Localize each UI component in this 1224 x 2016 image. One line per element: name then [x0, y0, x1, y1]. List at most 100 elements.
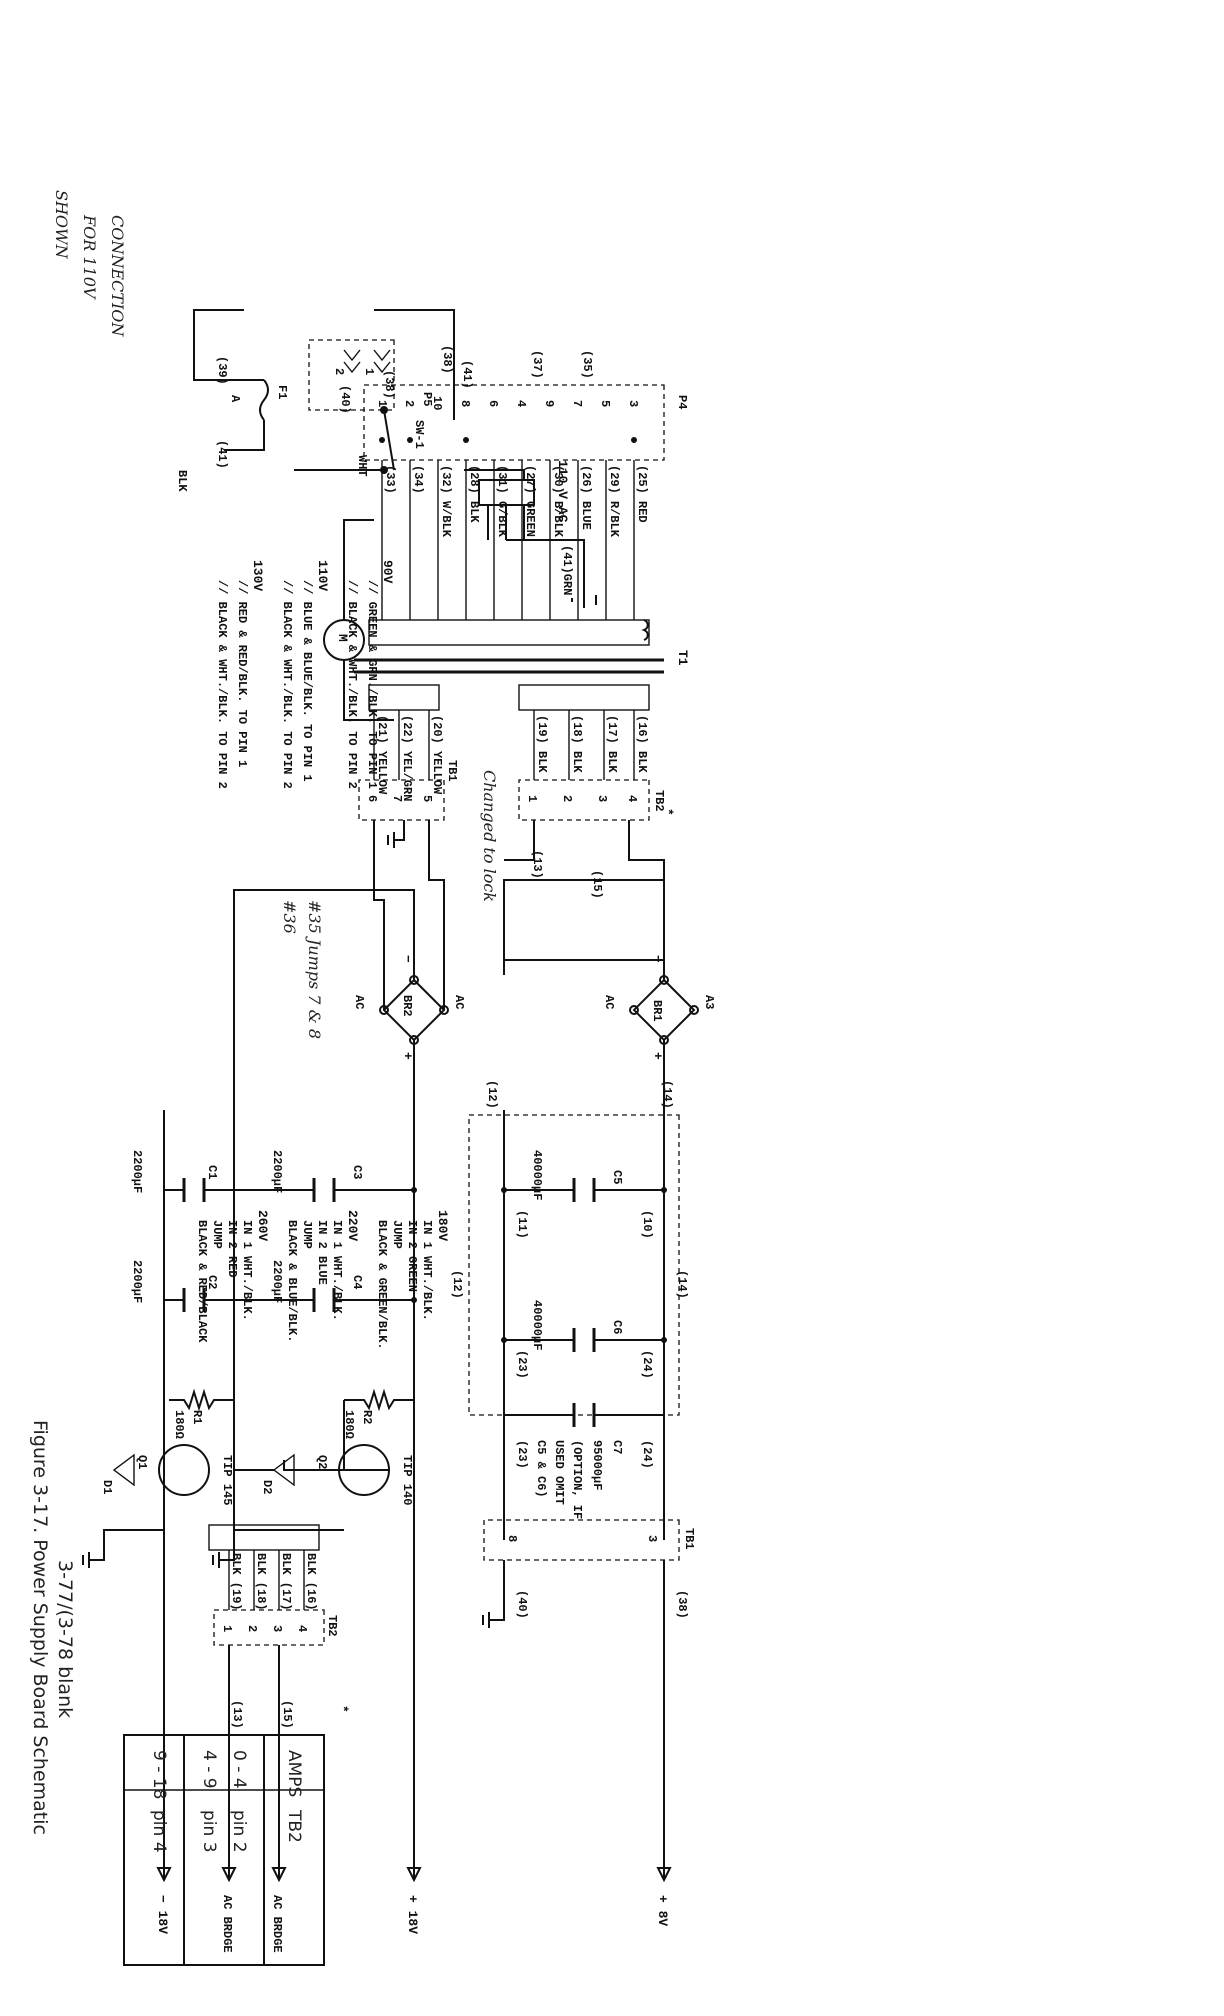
- t1-label: T1: [675, 650, 690, 666]
- wire-23: (23): [515, 1350, 529, 1379]
- figure-caption: Figure 3-17. Power Supply Board Schemati…: [29, 1420, 76, 1835]
- tb1-out-label: TB1: [682, 1528, 696, 1550]
- p4-label: P4: [675, 395, 689, 409]
- t1-primary-winding: [368, 619, 650, 646]
- tb1-pin-7: 7: [390, 795, 404, 802]
- sec-wire-19: (19) BLK: [535, 715, 549, 773]
- wire-14b: (14): [675, 1270, 689, 1299]
- primary-wire-32: (32) W/BLK: [439, 465, 453, 538]
- wire-41: (41): [215, 440, 229, 469]
- p4-pin-1: 1: [375, 400, 389, 407]
- p4-connector: P4 1 2 10 8 6 4 9 7 5 3 (38) (41) (37) (…: [355, 345, 689, 620]
- sw1-label: SW-1: [412, 420, 426, 449]
- wire-blk: BLK: [175, 470, 189, 492]
- v130-header: 130V: [250, 560, 265, 591]
- pin-row-1: pin 2: [229, 1810, 249, 1853]
- p5-pin-1: 1: [362, 368, 376, 375]
- amps-row-3: 9 - 18: [149, 1750, 169, 1799]
- tb1-box: [358, 779, 445, 821]
- amps-table: * AMPS TB2 0 - 4 pin 2 4 - 9 pin 3 9 - 1…: [123, 1705, 350, 1966]
- wire-38-out: (38): [675, 1590, 689, 1619]
- p4-box: [363, 384, 665, 461]
- handwritten-36: #36: [280, 900, 299, 934]
- v220-header: 220V: [345, 1210, 360, 1241]
- tb2-pin-3: 3: [595, 795, 609, 802]
- c7-value: 95000µF: [590, 1440, 604, 1490]
- br2-plus: +: [400, 1052, 415, 1060]
- tb2-alt-wire-15: (15): [280, 1700, 294, 1729]
- c2-value: 2200µF: [130, 1260, 144, 1303]
- d2-label: D2: [260, 1480, 274, 1494]
- amps-star: *: [335, 1705, 350, 1713]
- fuse-label: F1: [275, 385, 289, 399]
- primary-wire-29: (29) R/BLK: [607, 465, 621, 538]
- tb1-out-pin-3: 3: [645, 1535, 659, 1542]
- tb2-alt-label: TB2: [325, 1615, 339, 1637]
- p5-pin-2: 2: [332, 368, 346, 375]
- handwritten-changed: Changed to lock: [480, 770, 499, 902]
- note-line-3: CONNECTION: [108, 215, 127, 337]
- v220-line-4: BLACK & BLUE/BLK.: [285, 1220, 299, 1342]
- c6-label: C6: [610, 1320, 624, 1334]
- c3-value: 2200µF: [270, 1150, 284, 1193]
- d1-label: D1: [100, 1480, 114, 1494]
- q1-type: TIP 145: [220, 1455, 234, 1505]
- tb2-terminal: TB2 4 3 2 1 *: [518, 779, 675, 821]
- amps-row-1: 0 - 4: [229, 1750, 249, 1789]
- p4-pin-5: 5: [598, 400, 612, 407]
- t1-secondary-winding-a: [518, 684, 650, 711]
- c7-label: C7: [610, 1440, 624, 1454]
- v110-line-1: // BLUE & BLUE/BLK. TO PIN 1: [300, 580, 314, 782]
- primary-wire-33: (33): [383, 465, 397, 494]
- tb1-pin-6: 6: [365, 795, 379, 802]
- voltage-selection-notes: 90V // GREEN & GRN./BLK. TO PIN 1 // BLA…: [195, 560, 450, 1350]
- p4-pin-6: 6: [486, 400, 500, 407]
- v90-line-2: // BLACK & WHT./BLK. TO PIN 2: [345, 580, 359, 789]
- wire-24: (24): [640, 1350, 654, 1379]
- filter-caps-8v: C5 40000µF C6 40000µF C7 95000µF (OPTION…: [450, 1080, 689, 1540]
- plus-18v-rail: C3 2200µF C4 2200µF R2 180Ω TIP 140 Q2 D…: [212, 1110, 417, 1880]
- minus-18v-rail: C1 2200µF C2 2200µF R1 180Ω TIP 145 Q1 D…: [82, 1110, 234, 1880]
- tb2-alt-pin-4: 4: [295, 1625, 309, 1632]
- tb2-alt-wire-19: BLK (19): [229, 1553, 243, 1611]
- pin-row-2: pin 3: [199, 1810, 219, 1853]
- c1-label: C1: [205, 1165, 219, 1179]
- q2-label: Q2: [315, 1455, 329, 1469]
- br1-plus: +: [650, 1052, 665, 1060]
- v260-line-2: IN 2 RED: [225, 1220, 239, 1278]
- transformer-t1: T1 M: [323, 519, 690, 721]
- c5-value: 40000µF: [530, 1150, 544, 1200]
- v260-header: 260V: [255, 1210, 270, 1241]
- secondary-wires: (16) BLK (17) BLK (18) BLK (19) BLK (20)…: [373, 710, 649, 801]
- tb2-alt-pin-2: 2: [245, 1625, 259, 1632]
- v180-line-4: BLACK & GREEN/BLK.: [375, 1220, 389, 1350]
- p5-label: P5: [420, 392, 434, 406]
- p4-pin-3: 3: [626, 400, 640, 407]
- pin-row-3: pin 4: [149, 1810, 169, 1853]
- p4-pin-10: 10: [430, 396, 444, 410]
- wire-13: (13): [530, 850, 544, 879]
- wire-wht: WHT: [355, 455, 369, 477]
- v260-line-3: JUMP: [210, 1220, 224, 1249]
- c6-value: 40000µF: [530, 1300, 544, 1350]
- wire-15: (15): [590, 870, 604, 899]
- primary-wire-27: (27) GREEN: [523, 465, 537, 537]
- tb2-alt-dest-2: AC BRDGE: [220, 1895, 234, 1953]
- primary-wire-labels: (33) (34) (32) W/BLK (28) BLK (31) G/BLK…: [383, 465, 649, 538]
- primary-wire-30: (30) B/BLK: [551, 465, 565, 538]
- p4-pin-4: 4: [514, 400, 528, 407]
- tb2-box: [518, 779, 650, 821]
- wire-40-out: (40): [515, 1590, 529, 1619]
- c5-label: C5: [610, 1170, 624, 1184]
- tb2-star: *: [660, 808, 675, 816]
- motor-label: M: [335, 634, 350, 642]
- fuse-sub: A: [228, 395, 242, 403]
- v110-line-2: // BLACK & WHT./BLK. TO PIN 2: [280, 580, 294, 789]
- tb2-pin-2: 2: [560, 795, 574, 802]
- br2-ac1: AC: [452, 995, 466, 1009]
- v180-line-2: IN 2 GREEN: [405, 1220, 419, 1292]
- v220-line-3: JUMP: [300, 1220, 314, 1249]
- note-line-1: SHOWN: [52, 190, 71, 259]
- tb2-alt-pin-3: 3: [270, 1625, 284, 1632]
